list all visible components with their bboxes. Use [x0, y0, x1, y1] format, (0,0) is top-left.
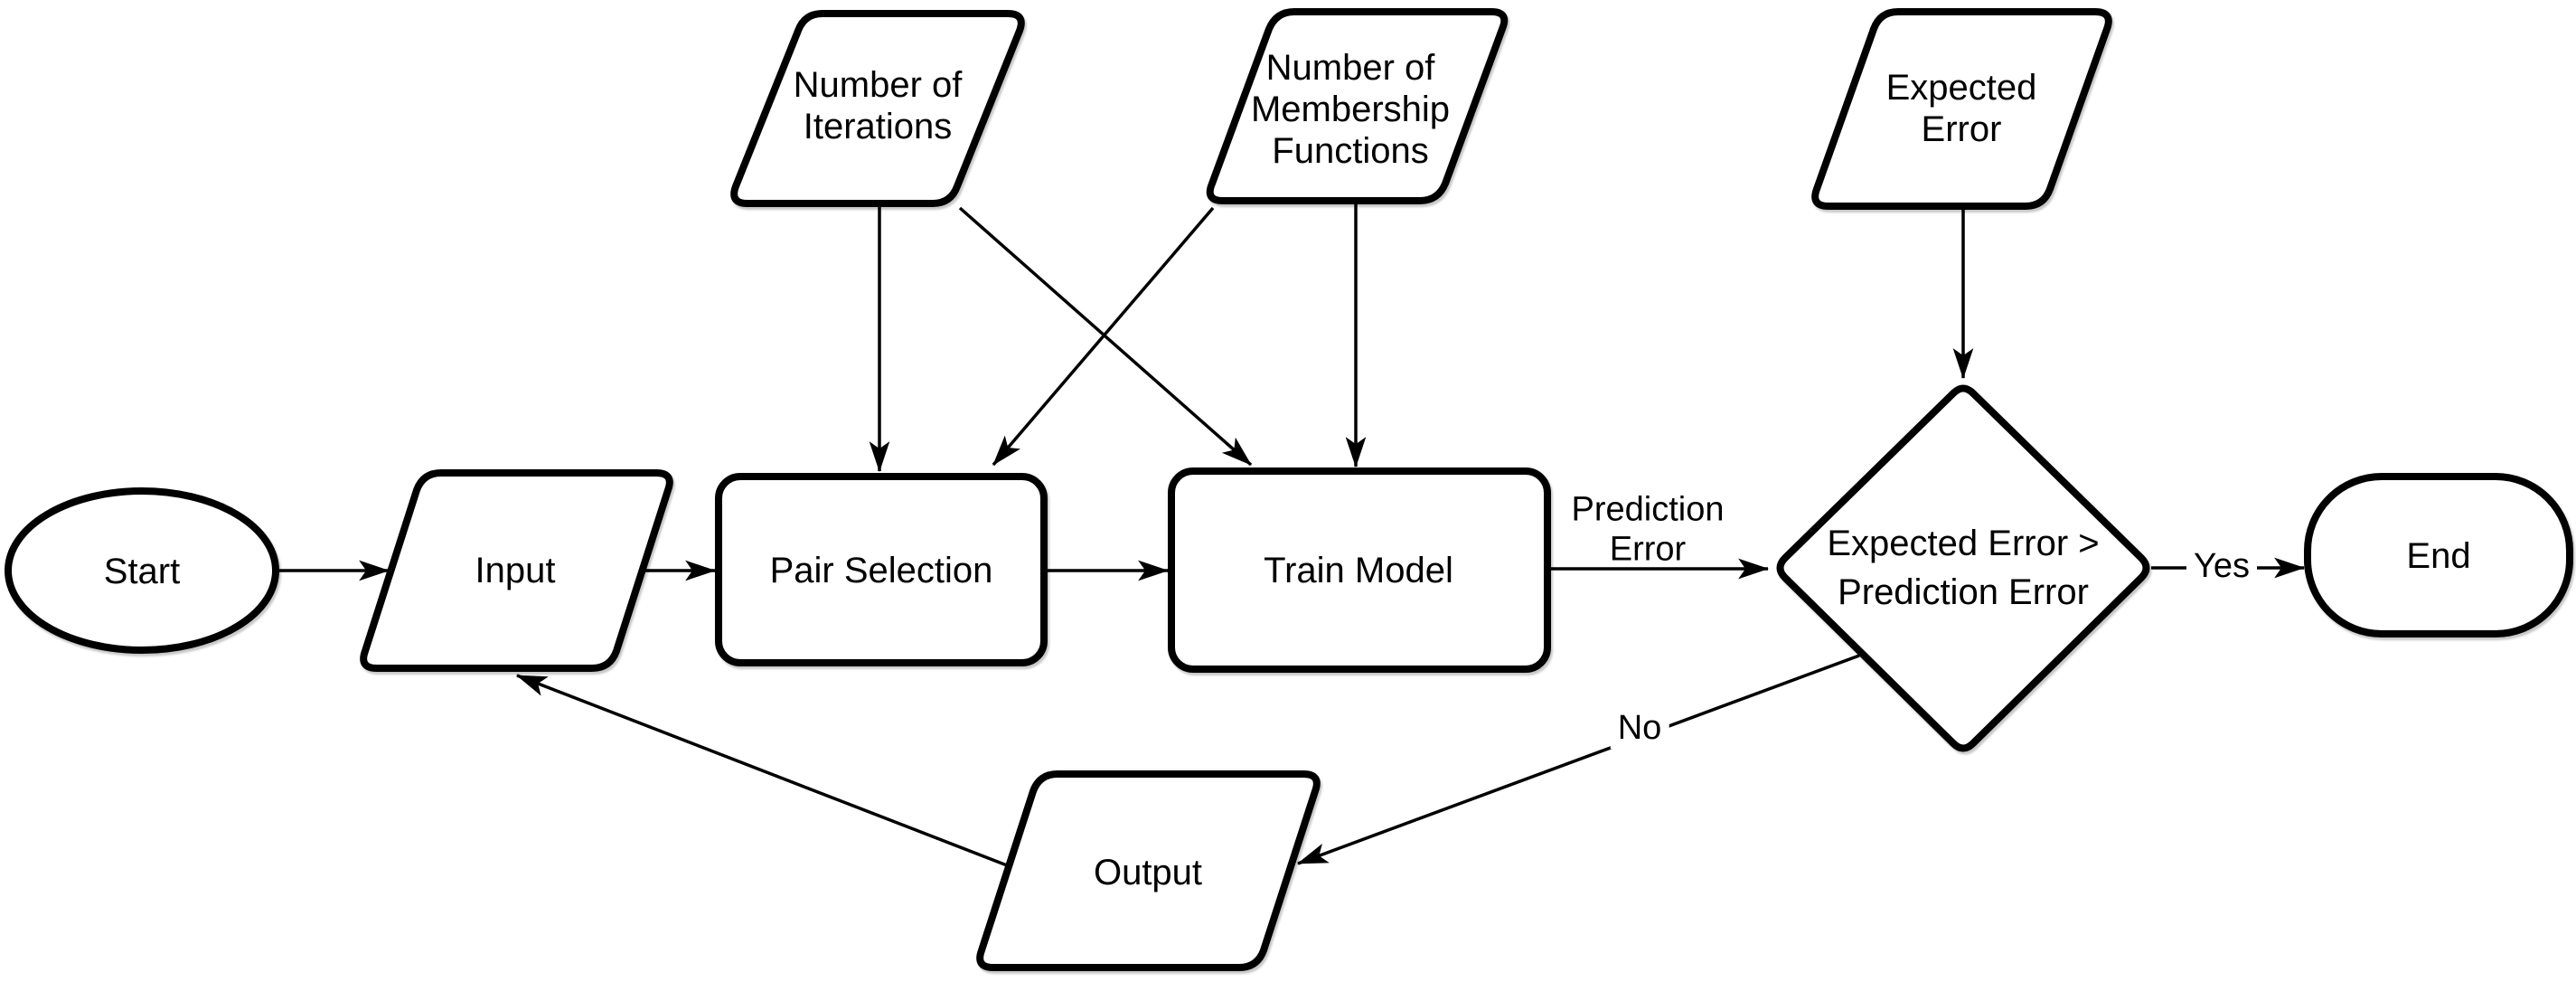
label-line: Prediction [1571, 490, 1725, 529]
label-line: Number of [793, 65, 963, 105]
label-line: Iterations [803, 107, 953, 146]
edge-output-to-input [515, 674, 1008, 867]
start-node-label: Start [103, 552, 181, 591]
label-line: Error [1609, 530, 1687, 568]
end-node-shape [2304, 473, 2573, 637]
label-line: Prediction Error [1838, 572, 2089, 612]
label-line: Number of [1265, 48, 1435, 88]
num-membership-node-label: Number of Membership Functions [1251, 47, 1450, 172]
start-node-shape [5, 487, 279, 654]
output-node-label: Output [1093, 853, 1203, 892]
train-model-node-shape [1168, 467, 1551, 673]
end-node-label: End [2406, 536, 2471, 576]
edge-iterations-to-train-model [958, 206, 1253, 467]
input-node-label: Input [475, 551, 556, 590]
expected-error-node-label: Expected Error [1886, 67, 2037, 150]
num-membership-node-shape [1206, 8, 1509, 204]
yes-edge-label: Yes [2186, 547, 2257, 587]
pair-selection-node-shape [715, 473, 1048, 666]
label-line: Expected [1885, 68, 2037, 108]
pair-selection-node-label: Pair Selection [769, 551, 993, 590]
input-node-shape [360, 469, 673, 672]
label-line: Error [1921, 109, 2002, 149]
label-line: Membership [1250, 90, 1451, 129]
edges-layer [276, 203, 2306, 867]
output-node-shape [976, 770, 1321, 971]
edge-membership-to-pair-selection [992, 206, 1215, 467]
decision-node-label: Expected Error > Prediction Error [1827, 519, 2099, 617]
no-edge-label: No [1610, 709, 1669, 749]
nodes-layer [5, 8, 2573, 971]
train-model-node-label: Train Model [1264, 551, 1453, 590]
decision-node-shape [1776, 384, 2150, 752]
prediction-error-edge-label: Prediction Error [1572, 490, 1725, 569]
edge-decision-to-output-no [1296, 654, 1860, 865]
expected-error-node-shape [1811, 8, 2112, 210]
label-line: Functions [1272, 131, 1429, 171]
num-iterations-node-label: Number of Iterations [794, 64, 963, 147]
num-iterations-node-shape [730, 10, 1025, 207]
label-line: Expected Error > [1827, 524, 2100, 563]
